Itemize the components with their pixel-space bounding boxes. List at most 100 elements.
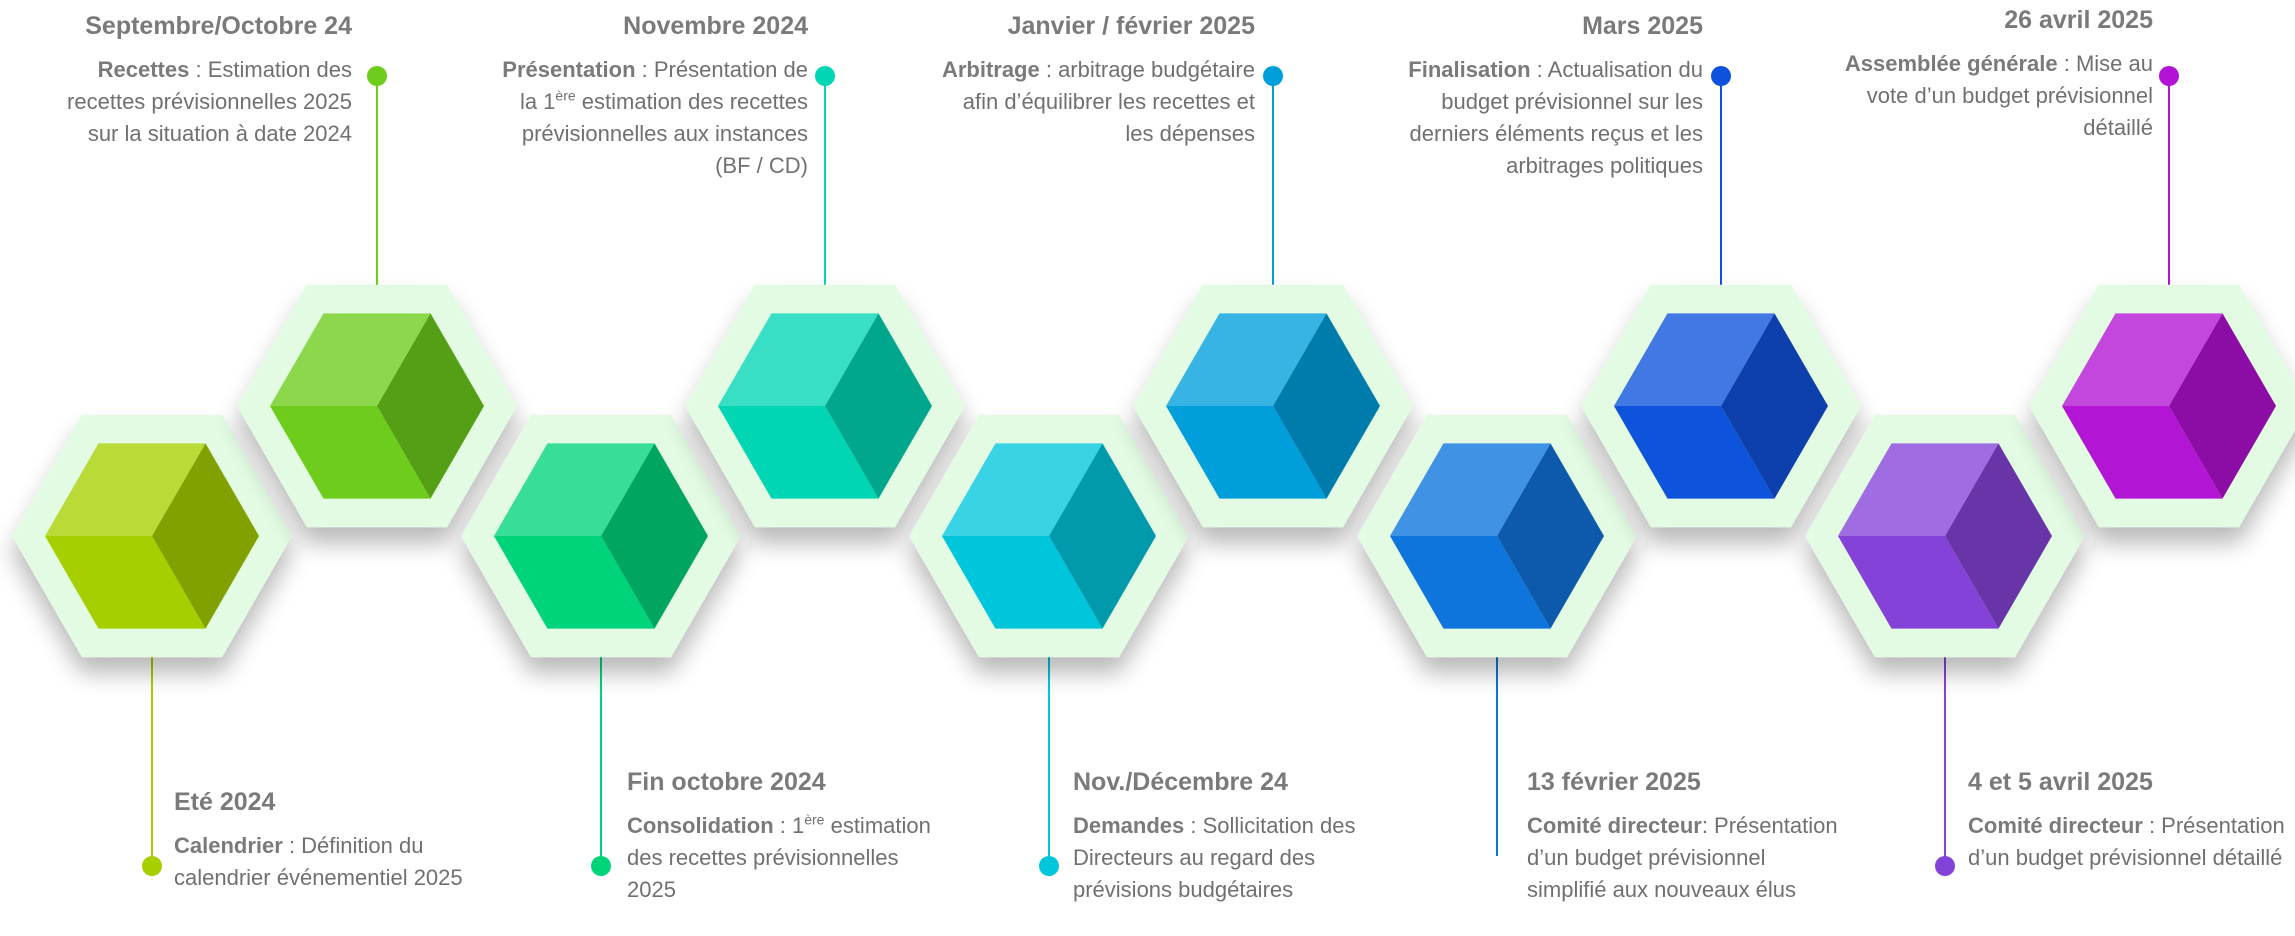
cube-face-right: [825, 313, 932, 499]
milestone-title: Comité directeur: [1968, 813, 2143, 838]
cube-face-left: [1614, 406, 1775, 499]
milestone-superscript: ère: [555, 87, 576, 104]
hexagon-cube: [1581, 284, 1861, 528]
cube-face-top: [1166, 313, 1327, 406]
hexagon-cube: [1805, 414, 2085, 658]
milestone-date: Novembre 2024: [623, 12, 808, 40]
hexagon-cube: [237, 284, 517, 528]
milestone-date: 13 février 2025: [1527, 768, 1701, 796]
hexagon-cube: [12, 414, 292, 658]
milestone-description: Présentation : Présentation de la 1ère e…: [488, 54, 808, 182]
hexagon-cube: [1133, 284, 1413, 528]
milestone-text: : Présentation de la 1: [519, 57, 808, 114]
milestone-title: Présentation: [502, 57, 636, 82]
cube-face-right: [1497, 443, 1604, 629]
hexagon-cube: [909, 414, 1189, 658]
milestone-date: Eté 2024: [174, 788, 276, 816]
milestone-description: Calendrier : Définition du calendrier év…: [174, 830, 494, 894]
milestone-text: : Sollicitation des Directeurs au regard…: [1073, 813, 1356, 902]
milestone-dot: [815, 66, 835, 86]
cube-face-left: [1390, 536, 1551, 629]
milestone-dot: [1711, 66, 1731, 86]
milestone-label: Septembre/Octobre 24 Recettes : Estimatio…: [32, 12, 352, 150]
milestone-dot: [1039, 856, 1059, 876]
milestone-description: Recettes : Estimation des recettes prévi…: [32, 54, 352, 150]
cube-face-top: [45, 443, 206, 536]
hexagon-cube: [685, 284, 965, 528]
milestone-date: Nov./Décembre 24: [1073, 768, 1288, 796]
milestone-text-continued: estimation des recettes prévisionnelles …: [521, 89, 808, 178]
cube-face-left: [2062, 406, 2223, 499]
milestone-text: : Mise au vote d’un budget prévisionnel …: [1866, 51, 2153, 140]
milestone-title: Arbitrage: [941, 57, 1040, 82]
milestone-title: Comité directeur: [1527, 813, 1702, 838]
cube-face-left: [45, 536, 206, 629]
milestone-superscript: ère: [804, 811, 825, 828]
cube-face-top: [494, 443, 655, 536]
milestone-date: Fin octobre 2024: [627, 768, 826, 796]
cube-face-left: [270, 406, 431, 499]
cube-face-right: [1273, 313, 1380, 499]
milestone-title: Consolidation: [627, 813, 774, 838]
milestone-text: : Présentation d’un budget prévisionnel …: [1968, 813, 2285, 870]
milestone-title: Finalisation: [1408, 57, 1531, 82]
milestone-description: Assemblée générale : Mise au vote d’un b…: [1833, 48, 2153, 144]
cube-face-right: [152, 443, 259, 629]
cube-face-right: [601, 443, 708, 629]
cube-face-top: [1838, 443, 1999, 536]
milestone-text: : 1: [773, 813, 805, 838]
cube-face-left: [1166, 406, 1327, 499]
milestone-dot: [367, 66, 387, 86]
milestone-title: Calendrier: [174, 833, 283, 858]
milestone-description: Consolidation : 1ère estimation des rece…: [627, 810, 947, 906]
cube-face-left: [1838, 536, 1999, 629]
cube-face-top: [718, 313, 879, 406]
milestone-date: 4 et 5 avril 2025: [1968, 768, 2153, 796]
cube-face-right: [1721, 313, 1828, 499]
milestone-label: Nov./Décembre 24 Demandes : Sollicitation…: [1073, 768, 1393, 906]
milestone-text: : arbitrage budgétaire afin d’équilibrer…: [962, 57, 1255, 146]
milestone-description: Comité directeur : Présentation d’un bud…: [1968, 810, 2288, 874]
milestone-title: Assemblée générale: [1844, 51, 2058, 76]
milestone-dot: [142, 856, 162, 876]
cube-face-right: [1049, 443, 1156, 629]
milestone-date: Janvier / février 2025: [1007, 12, 1255, 40]
milestone-text: : Définition du calendrier événementiel …: [174, 833, 463, 890]
milestone-dot: [1935, 856, 1955, 876]
milestone-description: Arbitrage : arbitrage budgétaire afin d’…: [935, 54, 1255, 150]
milestone-description: Finalisation : Actualisation du budget p…: [1383, 54, 1703, 182]
milestone-date: Septembre/Octobre 24: [85, 12, 352, 40]
cube-face-top: [942, 443, 1103, 536]
milestone-dot: [2159, 66, 2179, 86]
hexagon-cube: [1357, 414, 1637, 658]
cube-face-left: [718, 406, 879, 499]
cube-face-right: [2169, 313, 2276, 499]
milestone-description: Demandes : Sollicitation des Directeurs …: [1073, 810, 1393, 906]
cube-face-right: [1945, 443, 2052, 629]
cube-face-top: [270, 313, 431, 406]
cube-face-left: [942, 536, 1103, 629]
milestone-dot: [591, 856, 611, 876]
milestone-description: Comité directeur: Présentation d’un budg…: [1527, 810, 1847, 906]
milestone-text: : Actualisation du budget prévisionnel s…: [1409, 57, 1703, 178]
milestone-title: Recettes: [97, 57, 190, 82]
cube-face-top: [2062, 313, 2223, 406]
milestone-text: : Présentation d’un budget prévisionnel …: [1527, 813, 1838, 902]
hexagon-cube: [461, 414, 741, 658]
cube-face-top: [1614, 313, 1775, 406]
milestone-text-continued: estimation des recettes prévisionnelles …: [627, 813, 931, 902]
milestone-date: Mars 2025: [1582, 12, 1703, 40]
cube-face-left: [494, 536, 655, 629]
milestone-title: Demandes: [1073, 813, 1185, 838]
cube-face-top: [1390, 443, 1551, 536]
milestone-text: : Estimation des recettes prévisionnelle…: [67, 57, 352, 146]
